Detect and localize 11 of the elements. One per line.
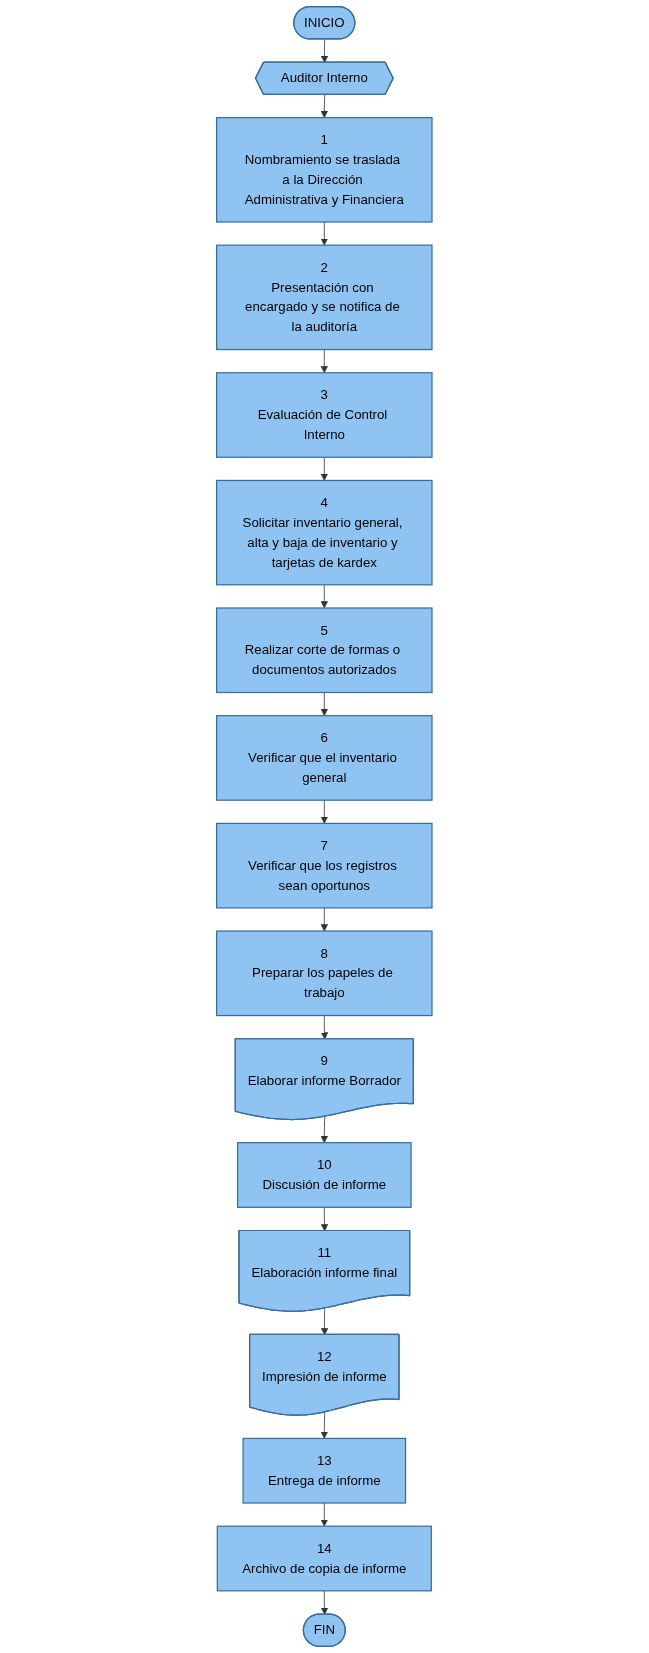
node-box: 4 Solicitar inventario general, alta y baja de inventario y tarjetas de kardex xyxy=(216,479,433,586)
node-box: 10 Discusión de informe xyxy=(237,1142,412,1208)
node-box: 5 Realizar corte de formas o documentos autorizados xyxy=(216,607,433,694)
node-box: 3 Evaluación de Control Interno xyxy=(216,372,433,458)
node-box: 7 Verificar que los registros sean oportunos xyxy=(216,822,433,909)
node-box: 1 Nombramiento se traslada a la Dirección Administrativa y Financiera xyxy=(216,117,433,223)
node-box: 14 Archivo de copia de informe xyxy=(216,1525,433,1592)
node-box: 13 Entrega de informe xyxy=(242,1437,407,1504)
node-box: 2 Presentación con encargado y se notifica de la auditoría xyxy=(216,244,433,351)
node-box: 8 Preparar los papeles de trabajo xyxy=(216,930,433,1017)
node-box: 6 Verificar que el inventario general xyxy=(216,715,433,801)
